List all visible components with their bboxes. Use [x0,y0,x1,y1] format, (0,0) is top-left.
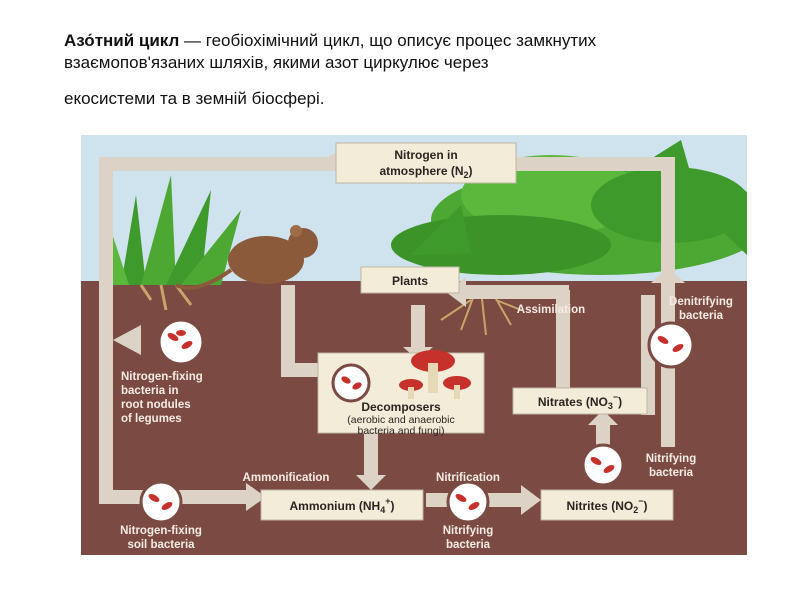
nitrifying-right-line1: Nitrifying [646,453,696,465]
denitrifying-line1: Denitrifying [669,296,733,308]
root-nodule-line1: Nitrogen-fixing [121,371,203,383]
intro-term: Азо́тний цикл [64,31,179,50]
soil-bacteria-line1: Nitrogen-fixing [120,525,202,537]
root-nodule-line4: of legumes [121,413,182,425]
bacteria-circle-soil [141,482,181,522]
root-nodule-line2: bacteria in [121,385,179,397]
bacteria-circle-nitrifying-right [583,445,623,485]
bacteria-circle-root [159,320,203,364]
bacteria-circle-denitrifying [649,323,693,367]
decomposers-title: Decomposers [361,400,441,414]
intro-line2: взаємопов'язаних шляхів, якими азот цирк… [64,53,489,72]
root-nodule-line3: root nodules [121,399,191,411]
decomposers-bacteria-icon [333,365,369,401]
ammonium-label: Ammonium (NH4+) [290,496,395,515]
plants-label: Plants [392,274,428,288]
atmosphere-line1: Nitrogen in [394,148,457,162]
intro-text: Азо́тний цикл — геобіохімічний цикл, що … [64,30,764,110]
ammonification-label: Ammonification [243,472,330,484]
nitrifying-right-line2: bacteria [649,467,694,479]
nitrifying-bottom-line1: Nitrifying [443,525,493,537]
decomposers-line2: bacteria and fungi) [358,425,445,437]
intro-line3: екосистеми та в земній біосфері. [64,88,764,110]
intro-line1-rest: — геобіохімічний цикл, що описує процес … [179,31,596,50]
atmosphere-line2: atmosphere (N2) [379,164,472,180]
assimilation-label: Assimilation [517,304,585,316]
nitrogen-cycle-diagram: Nitrogen in atmosphere (N2) Plants Assim… [81,135,747,555]
denitrifying-line2: bacteria [679,310,724,322]
soil-bacteria-line2: soil bacteria [127,539,195,551]
nitrification-label: Nitrification [436,472,500,484]
nitrifying-bottom-line2: bacteria [446,539,491,551]
bacteria-circle-nitrifying-bottom [448,482,488,522]
